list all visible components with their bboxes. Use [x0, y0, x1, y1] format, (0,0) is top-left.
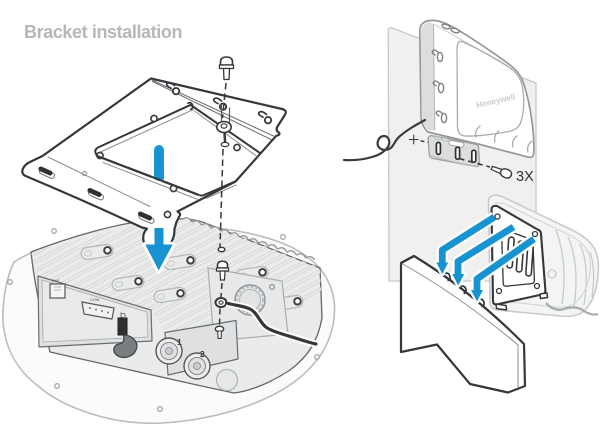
svg-text:Bracket installation: Bracket installation: [24, 22, 182, 42]
svg-text:PoE: PoE: [52, 278, 60, 283]
svg-text:2: 2: [200, 349, 205, 359]
svg-text:COM: COM: [90, 297, 99, 302]
svg-text:1: 1: [177, 337, 182, 347]
svg-text:3X: 3X: [516, 169, 534, 185]
